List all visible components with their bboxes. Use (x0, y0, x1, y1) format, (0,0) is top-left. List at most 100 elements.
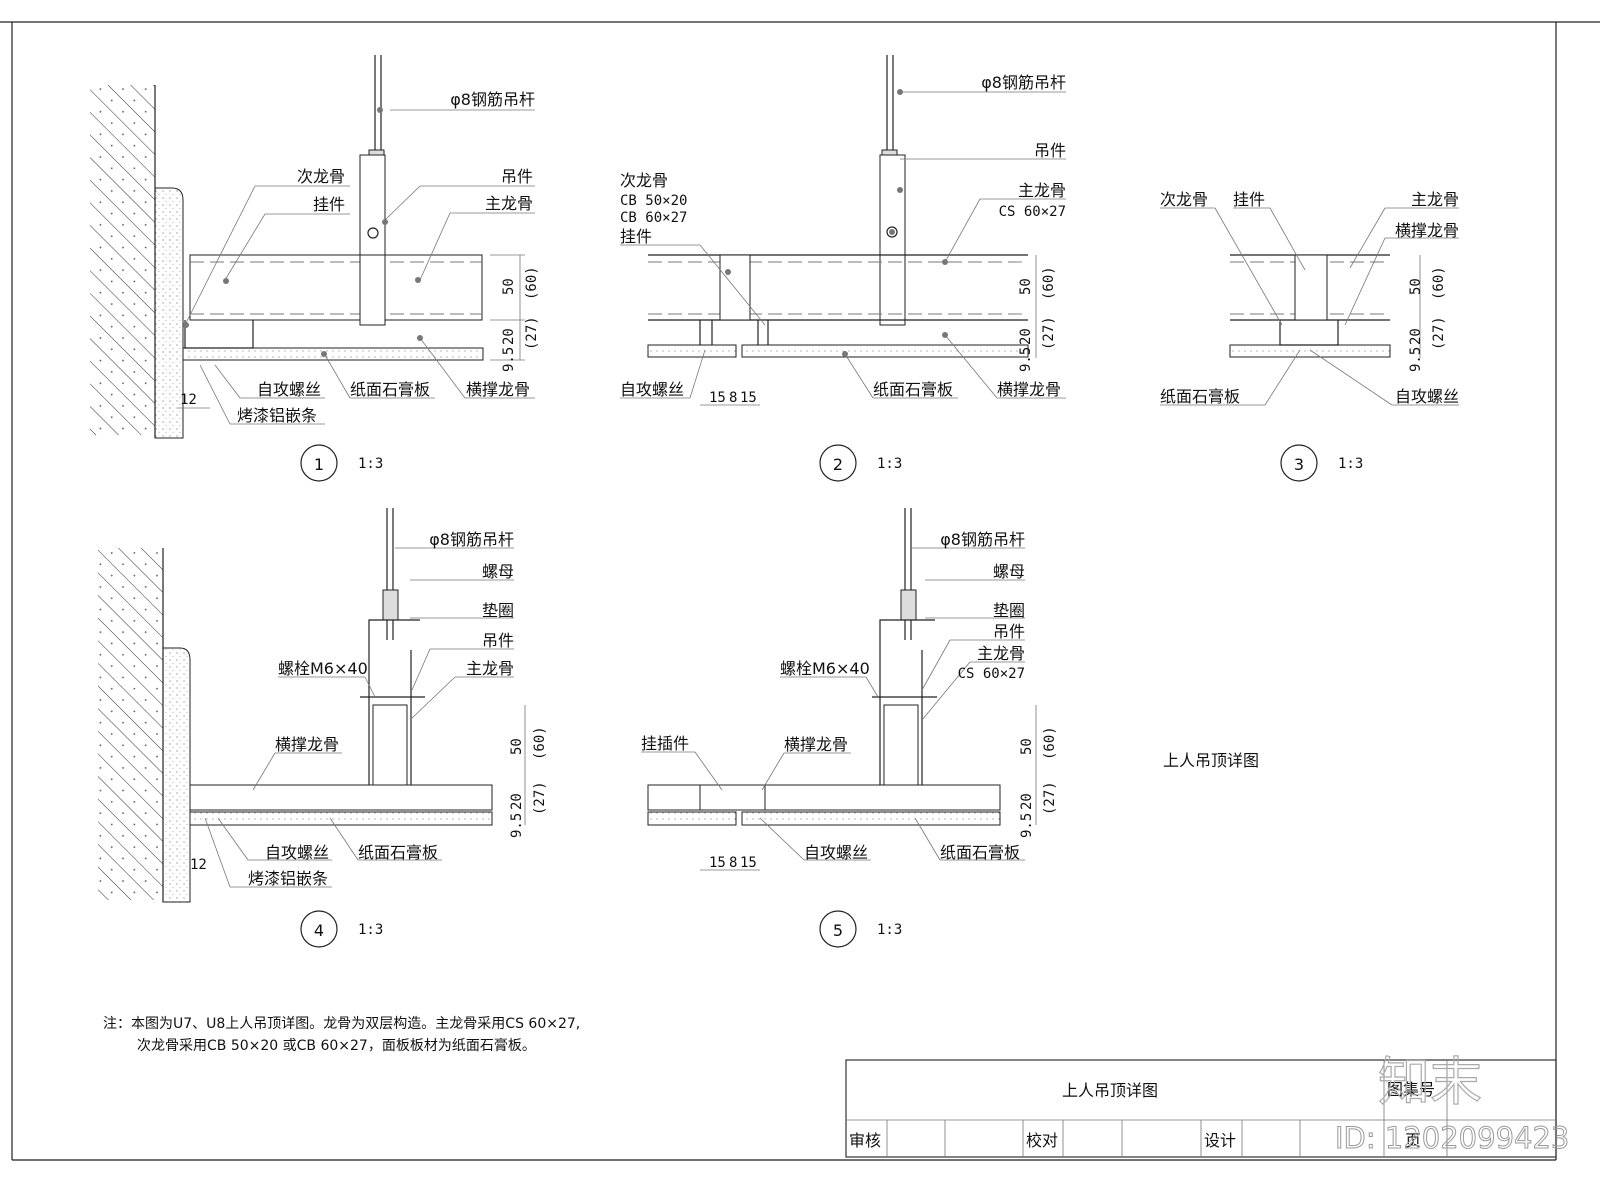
label-hanger: 吊件 (993, 622, 1025, 641)
label-rod: φ8钢筋吊杆 (981, 73, 1066, 92)
main-keel-shape (189, 254, 483, 321)
note-line-2: 次龙骨采用CB 50×20 或CB 60×27，面板板材为纸面石膏板。 (137, 1037, 536, 1054)
dim-50: 50 (501, 278, 517, 295)
label-cb1: CB 50×20 (620, 193, 687, 209)
label-secondary-keel: 次龙骨 (1160, 190, 1208, 209)
label-bolt: 螺栓M6×40 (278, 659, 368, 678)
label-cs: CS 60×27 (999, 204, 1066, 220)
detail-3: 次龙骨 挂件 主龙骨 横撑龙骨 纸面石膏板 自攻螺丝 50 (60) 20 (2… (1160, 190, 1459, 482)
label-clip: 挂件 (620, 227, 652, 246)
label-rod: φ8钢筋吊杆 (429, 530, 514, 549)
drawing-title: 上人吊顶详图 (1163, 751, 1259, 770)
label-cb2: CB 60×27 (620, 210, 687, 226)
note-line-1: 注：本图为U7、U8上人吊顶详图。龙骨为双层构造。主龙骨采用CS 60×27, (103, 1016, 580, 1032)
label-rod: φ8钢筋吊杆 (940, 530, 1025, 549)
detail-number: 4 (314, 921, 324, 940)
check-label: 校对 (1026, 1131, 1058, 1150)
dim-9-5: 9.5 (1018, 347, 1034, 372)
title-block: 上人吊顶详图 审核 校对 设计 图集号 页 (845, 1059, 1557, 1158)
detail-number: 2 (833, 455, 843, 474)
detail-scale: 1:3 (1338, 456, 1363, 472)
label-insert: 挂插件 (641, 734, 689, 753)
dim-27: (27) (1042, 781, 1058, 815)
dim-60: (60) (524, 266, 540, 300)
page-label: 页 (1405, 1131, 1421, 1150)
detail-1: φ8钢筋吊杆 次龙骨 挂件 吊件 主龙骨 自攻螺丝 纸面石膏板 横撑龙骨 烤漆铝… (90, 55, 540, 482)
label-gypsum: 纸面石膏板 (873, 380, 953, 399)
atlas-no-label: 图集号 (1387, 1080, 1435, 1099)
label-nut: 螺母 (993, 562, 1025, 581)
dim-9-5: 9.5 (509, 813, 525, 838)
detail-2: φ8钢筋吊杆 吊件 主龙骨 CS 60×27 次龙骨 CB 50×20 CB 6… (620, 55, 1066, 482)
detail-5: φ8钢筋吊杆 螺母 垫圈 吊件 主龙骨 CS 60×27 螺栓M6×40 挂插件… (641, 508, 1058, 948)
review-label: 审核 (849, 1131, 881, 1150)
dims-vertical: 50 (60) 20 (27) 9.5 (501, 266, 540, 372)
detail-number: 5 (833, 921, 843, 940)
label-screw: 自攻螺丝 (257, 380, 321, 399)
dim-15: 15 (740, 855, 757, 871)
design-label: 设计 (1204, 1131, 1236, 1150)
detail-scale: 1:3 (358, 456, 383, 472)
dim-20: 20 (1408, 328, 1424, 345)
label-gypsum: 纸面石膏板 (940, 843, 1020, 862)
dim-8: 8 (729, 855, 737, 871)
dim-27: (27) (1041, 316, 1057, 350)
detail-number-circle (300, 444, 338, 482)
dim-50: 50 (1018, 278, 1034, 295)
detail-scale: 1:3 (877, 922, 902, 938)
dim-15: 15 (740, 390, 757, 406)
label-main-keel: 主龙骨 (977, 644, 1025, 663)
label-clip: 挂件 (1233, 190, 1265, 209)
dim-12: 12 (190, 857, 207, 873)
label-hanger: 吊件 (1034, 141, 1066, 160)
dim-12: 12 (180, 392, 197, 408)
detail-scale: 1:3 (358, 922, 383, 938)
label-cs: CS 60×27 (958, 666, 1025, 682)
dim-27: (27) (532, 781, 548, 815)
label-cross-keel: 横撑龙骨 (784, 735, 848, 754)
label-clip: 挂件 (313, 195, 345, 214)
dim-9-5: 9.5 (501, 347, 517, 372)
label-gypsum: 纸面石膏板 (350, 380, 430, 399)
gypsum-board-shape (182, 347, 484, 361)
detail-scale: 1:3 (877, 456, 902, 472)
label-trim: 烤漆铝嵌条 (237, 406, 317, 425)
dim-60: (60) (1042, 726, 1058, 760)
label-main-keel: 主龙骨 (1411, 190, 1459, 209)
label-rod: φ8钢筋吊杆 (450, 90, 535, 109)
label-bolt: 螺栓M6×40 (780, 659, 870, 678)
dim-20: 20 (509, 793, 525, 810)
dim-27: (27) (1431, 316, 1447, 350)
title-block-title: 上人吊顶详图 (1062, 1081, 1158, 1100)
dim-8: 8 (729, 390, 737, 406)
label-main-keel: 主龙骨 (485, 194, 533, 213)
dim-15: 15 (709, 855, 726, 871)
label-cross-keel: 横撑龙骨 (275, 735, 339, 754)
label-screw: 自攻螺丝 (804, 843, 868, 862)
label-main-keel: 主龙骨 (1018, 181, 1066, 200)
label-hanger: 吊件 (482, 631, 514, 650)
label-secondary-keel: 次龙骨 (620, 171, 668, 190)
dim-27: (27) (524, 316, 540, 350)
dim-20: 20 (501, 328, 517, 345)
label-nut: 螺母 (482, 562, 514, 581)
plaster-layer (154, 187, 184, 439)
dim-9-5: 9.5 (1019, 813, 1035, 838)
label-cross-keel: 横撑龙骨 (997, 380, 1061, 399)
dim-60: (60) (532, 726, 548, 760)
label-screw: 自攻螺丝 (1395, 387, 1459, 406)
dim-20: 20 (1018, 328, 1034, 345)
label-screw: 自攻螺丝 (265, 843, 329, 862)
concrete-wall (90, 85, 155, 435)
dim-15: 15 (709, 390, 726, 406)
label-main-keel: 主龙骨 (466, 659, 514, 678)
dim-9-5: 9.5 (1408, 347, 1424, 372)
dim-50: 50 (509, 738, 525, 755)
dim-60: (60) (1041, 266, 1057, 300)
label-gypsum: 纸面石膏板 (358, 843, 438, 862)
dim-60: (60) (1431, 266, 1447, 300)
secondary-keel-shape (184, 320, 254, 349)
label-washer: 垫圈 (993, 601, 1025, 620)
watermark-id: ID: 1202099423 (1335, 1121, 1569, 1155)
